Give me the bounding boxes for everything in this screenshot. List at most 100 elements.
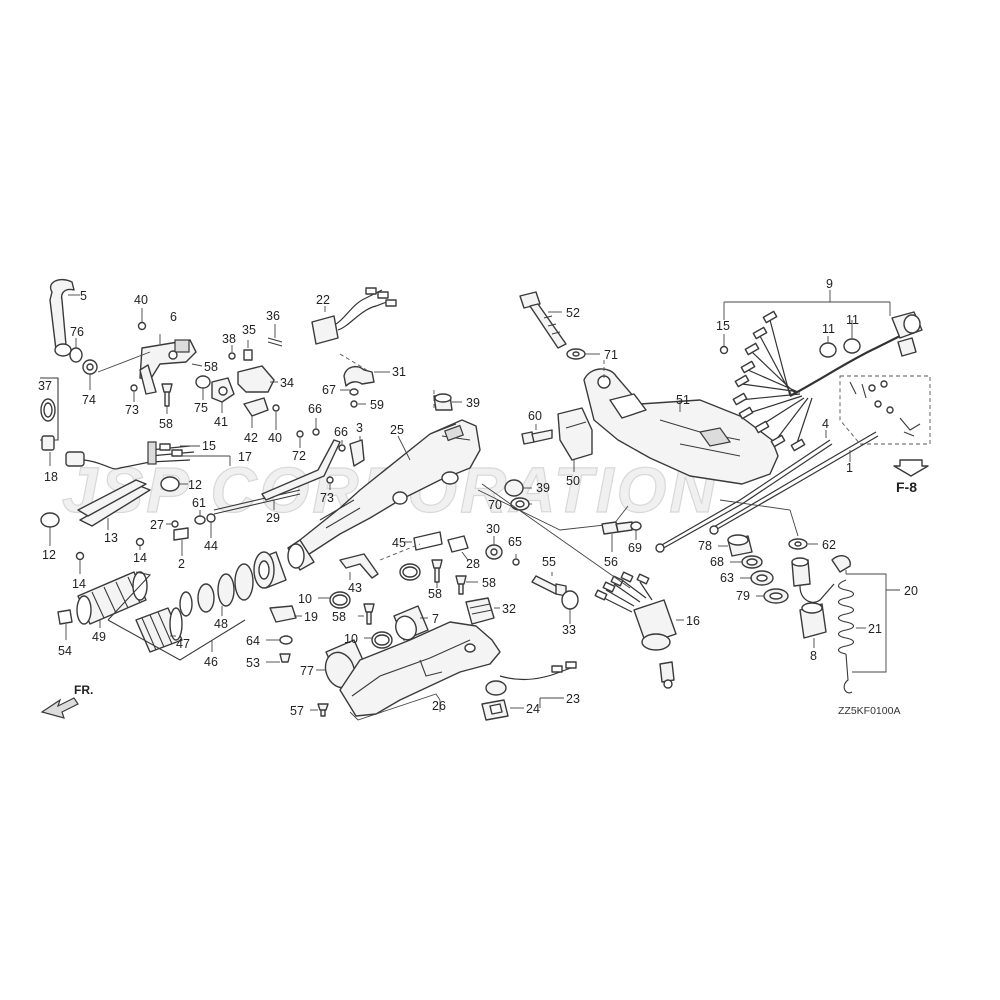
callout-1: 1 [846, 461, 853, 475]
callout-30: 30 [486, 522, 500, 536]
callout-19: 19 [304, 610, 318, 624]
callout-70: 70 [488, 498, 502, 512]
callout-24: 24 [526, 702, 540, 716]
callout-40: 40 [268, 431, 282, 445]
callout-61: 61 [192, 496, 206, 510]
ignition-switch-part [594, 571, 677, 689]
reference-label: F-8 [896, 479, 917, 495]
throttle-grip-part [76, 571, 148, 625]
callout-17: 17 [238, 450, 252, 464]
callout-6: 6 [170, 310, 177, 324]
callout-47: 47 [176, 637, 190, 651]
callout-20: 20 [904, 584, 918, 598]
wire-harness-part [732, 310, 923, 452]
callout-44: 44 [204, 539, 218, 553]
callout-10: 10 [298, 592, 312, 606]
callout-36: 36 [266, 309, 280, 323]
front-direction-label: FR. [74, 683, 93, 697]
callout-63: 63 [720, 571, 734, 585]
callout-75: 75 [194, 401, 208, 415]
callout-58: 58 [482, 576, 496, 590]
callout-67: 67 [322, 383, 336, 397]
callout-72: 72 [292, 449, 306, 463]
callout-49: 49 [92, 630, 106, 644]
callout-43: 43 [348, 581, 362, 595]
callout-62: 62 [822, 538, 836, 552]
handle-grip-part [49, 278, 75, 357]
callout-11: 11 [846, 313, 859, 327]
callout-27: 27 [150, 518, 164, 532]
callout-66: 66 [334, 425, 348, 439]
callout-23: 23 [566, 692, 580, 706]
callout-25: 25 [390, 423, 404, 437]
diagram-code-label: ZZ5KF0100A [838, 705, 900, 717]
callout-78: 78 [698, 539, 712, 553]
callout-9: 9 [826, 277, 833, 291]
callout-66: 66 [308, 402, 322, 416]
callout-39: 39 [536, 481, 550, 495]
lever-assembly-part [139, 339, 197, 395]
callout-14: 14 [133, 551, 147, 565]
callout-13: 13 [104, 531, 118, 545]
callout-73: 73 [125, 403, 139, 417]
callout-22: 22 [316, 293, 330, 307]
callout-labels: 5 76 74 37 18 40 6 58 73 58 75 41 38 35 … [38, 277, 918, 718]
callout-64: 64 [246, 634, 260, 648]
callout-58: 58 [332, 610, 346, 624]
callout-28: 28 [466, 557, 480, 571]
callout-74: 74 [82, 393, 96, 407]
callout-32: 32 [502, 602, 516, 616]
callout-58: 58 [428, 587, 442, 601]
callout-5: 5 [80, 289, 87, 303]
callout-58: 58 [159, 417, 173, 431]
callout-58: 58 [204, 360, 218, 374]
callout-29: 29 [266, 511, 280, 525]
swivel-bracket-part [583, 368, 779, 485]
tiller-cover-part [339, 621, 501, 717]
tiller-arm-part [287, 419, 481, 571]
callout-65: 65 [508, 535, 522, 549]
callout-35: 35 [242, 323, 256, 337]
callout-7: 7 [432, 612, 439, 626]
callout-52: 52 [566, 306, 580, 320]
callout-60: 60 [528, 409, 542, 423]
callout-14: 14 [72, 577, 86, 591]
callout-33: 33 [562, 623, 576, 637]
callout-12: 12 [42, 548, 56, 562]
callout-45: 45 [392, 536, 406, 550]
callout-4: 4 [822, 417, 829, 431]
callout-10: 10 [344, 632, 358, 646]
front-arrow-icon [40, 697, 79, 719]
callout-11: 11 [822, 322, 835, 336]
stop-switch-part [791, 555, 851, 639]
callout-18: 18 [44, 470, 58, 484]
callout-38: 38 [222, 332, 236, 346]
callout-51: 51 [676, 393, 690, 407]
callout-41: 41 [214, 415, 228, 429]
callout-16: 16 [686, 614, 700, 628]
callout-42: 42 [244, 431, 258, 445]
callout-40: 40 [134, 293, 148, 307]
callout-2: 2 [178, 557, 185, 571]
callout-79: 79 [736, 589, 750, 603]
callout-46: 46 [204, 655, 218, 669]
callout-73: 73 [320, 491, 334, 505]
callout-15: 15 [716, 319, 730, 333]
callout-37: 37 [38, 379, 52, 393]
callout-55: 55 [542, 555, 556, 569]
callout-3: 3 [356, 421, 363, 435]
callout-68: 68 [710, 555, 724, 569]
callout-15: 15 [202, 439, 216, 453]
callout-53: 53 [246, 656, 260, 670]
callout-34: 34 [280, 376, 294, 390]
callout-39: 39 [466, 396, 480, 410]
callout-26: 26 [432, 699, 446, 713]
callout-77: 77 [300, 664, 314, 678]
callout-31: 31 [392, 365, 406, 379]
callout-54: 54 [58, 644, 72, 658]
callout-8: 8 [810, 649, 817, 663]
callout-50: 50 [566, 474, 580, 488]
callout-21: 21 [868, 622, 882, 636]
callout-12: 12 [188, 478, 202, 492]
